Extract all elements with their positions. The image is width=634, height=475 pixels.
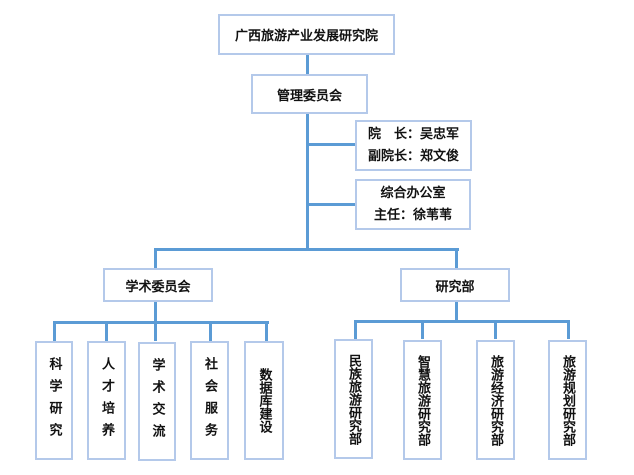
academic-child-label: 数据库建设 bbox=[256, 368, 272, 433]
research-child-node: 智慧旅游研究部 bbox=[403, 340, 442, 460]
academic-child-label: 社会服务 bbox=[202, 356, 217, 445]
root-label: 广西旅游产业发展研究院 bbox=[234, 29, 378, 44]
academic-committee-node: 学术委员会 bbox=[103, 268, 213, 302]
management-node: 管理委员会 bbox=[251, 74, 368, 114]
root-node: 广西旅游产业发展研究院 bbox=[218, 14, 395, 55]
connector-research-child bbox=[567, 320, 570, 339]
research-child-label: 旅游规划研究部 bbox=[560, 354, 575, 446]
academic-child-node: 社会服务 bbox=[190, 341, 229, 460]
academic-child-node: 学术交流 bbox=[138, 342, 176, 461]
president-line: 院 长：吴忠军 bbox=[367, 126, 459, 142]
research-child-node: 民族旅游研究部 bbox=[334, 339, 373, 459]
connector-root-management bbox=[306, 54, 309, 74]
academic-child-label: 人才培养 bbox=[99, 356, 114, 445]
connector-academic-drop bbox=[154, 248, 157, 268]
connector-management-trunk bbox=[306, 113, 309, 250]
connector-research-child bbox=[494, 320, 497, 339]
connector-research-child bbox=[354, 320, 357, 339]
office-director: 主任：徐苇苇 bbox=[373, 207, 452, 223]
research-child-label: 智慧旅游研究部 bbox=[415, 354, 430, 446]
connector-academic-child bbox=[154, 321, 157, 341]
connector-academic-child bbox=[53, 321, 56, 341]
academic-child-node: 科学研究 bbox=[35, 341, 73, 460]
connector-academic-bus bbox=[53, 321, 269, 324]
research-child-label: 旅游经济研究部 bbox=[488, 354, 503, 446]
vice-president-line: 副院长：郑文俊 bbox=[367, 148, 459, 164]
connector-main-bus bbox=[154, 248, 459, 251]
connector-leadership bbox=[306, 143, 356, 146]
academic-child-node: 人才培养 bbox=[87, 341, 126, 460]
academic-child-label: 学术交流 bbox=[149, 357, 165, 446]
research-dept-node: 研究部 bbox=[400, 268, 510, 302]
management-label: 管理委员会 bbox=[276, 88, 342, 104]
connector-academic-child bbox=[265, 321, 268, 341]
research-child-label: 民族旅游研究部 bbox=[346, 353, 361, 445]
office-node: 综合办公室 主任：徐苇苇 bbox=[355, 179, 471, 230]
connector-research-child bbox=[421, 320, 424, 339]
research-child-node: 旅游规划研究部 bbox=[548, 340, 587, 460]
connector-office bbox=[306, 203, 356, 206]
academic-child-node: 数据库建设 bbox=[244, 341, 284, 460]
leadership-node: 院 长：吴忠军 副院长：郑文俊 bbox=[355, 120, 472, 171]
connector-research-drop bbox=[455, 248, 458, 268]
research-dept-label: 研究部 bbox=[435, 279, 475, 295]
office-name: 综合办公室 bbox=[380, 185, 446, 201]
connector-research-bus bbox=[354, 320, 570, 323]
academic-child-label: 科学研究 bbox=[46, 356, 62, 445]
connector-academic-stem bbox=[154, 301, 157, 322]
connector-academic-child bbox=[209, 321, 212, 341]
academic-committee-label: 学术委员会 bbox=[125, 279, 191, 295]
research-child-node: 旅游经济研究部 bbox=[476, 340, 515, 460]
connector-academic-child bbox=[105, 321, 108, 341]
connector-research-stem bbox=[455, 301, 458, 321]
